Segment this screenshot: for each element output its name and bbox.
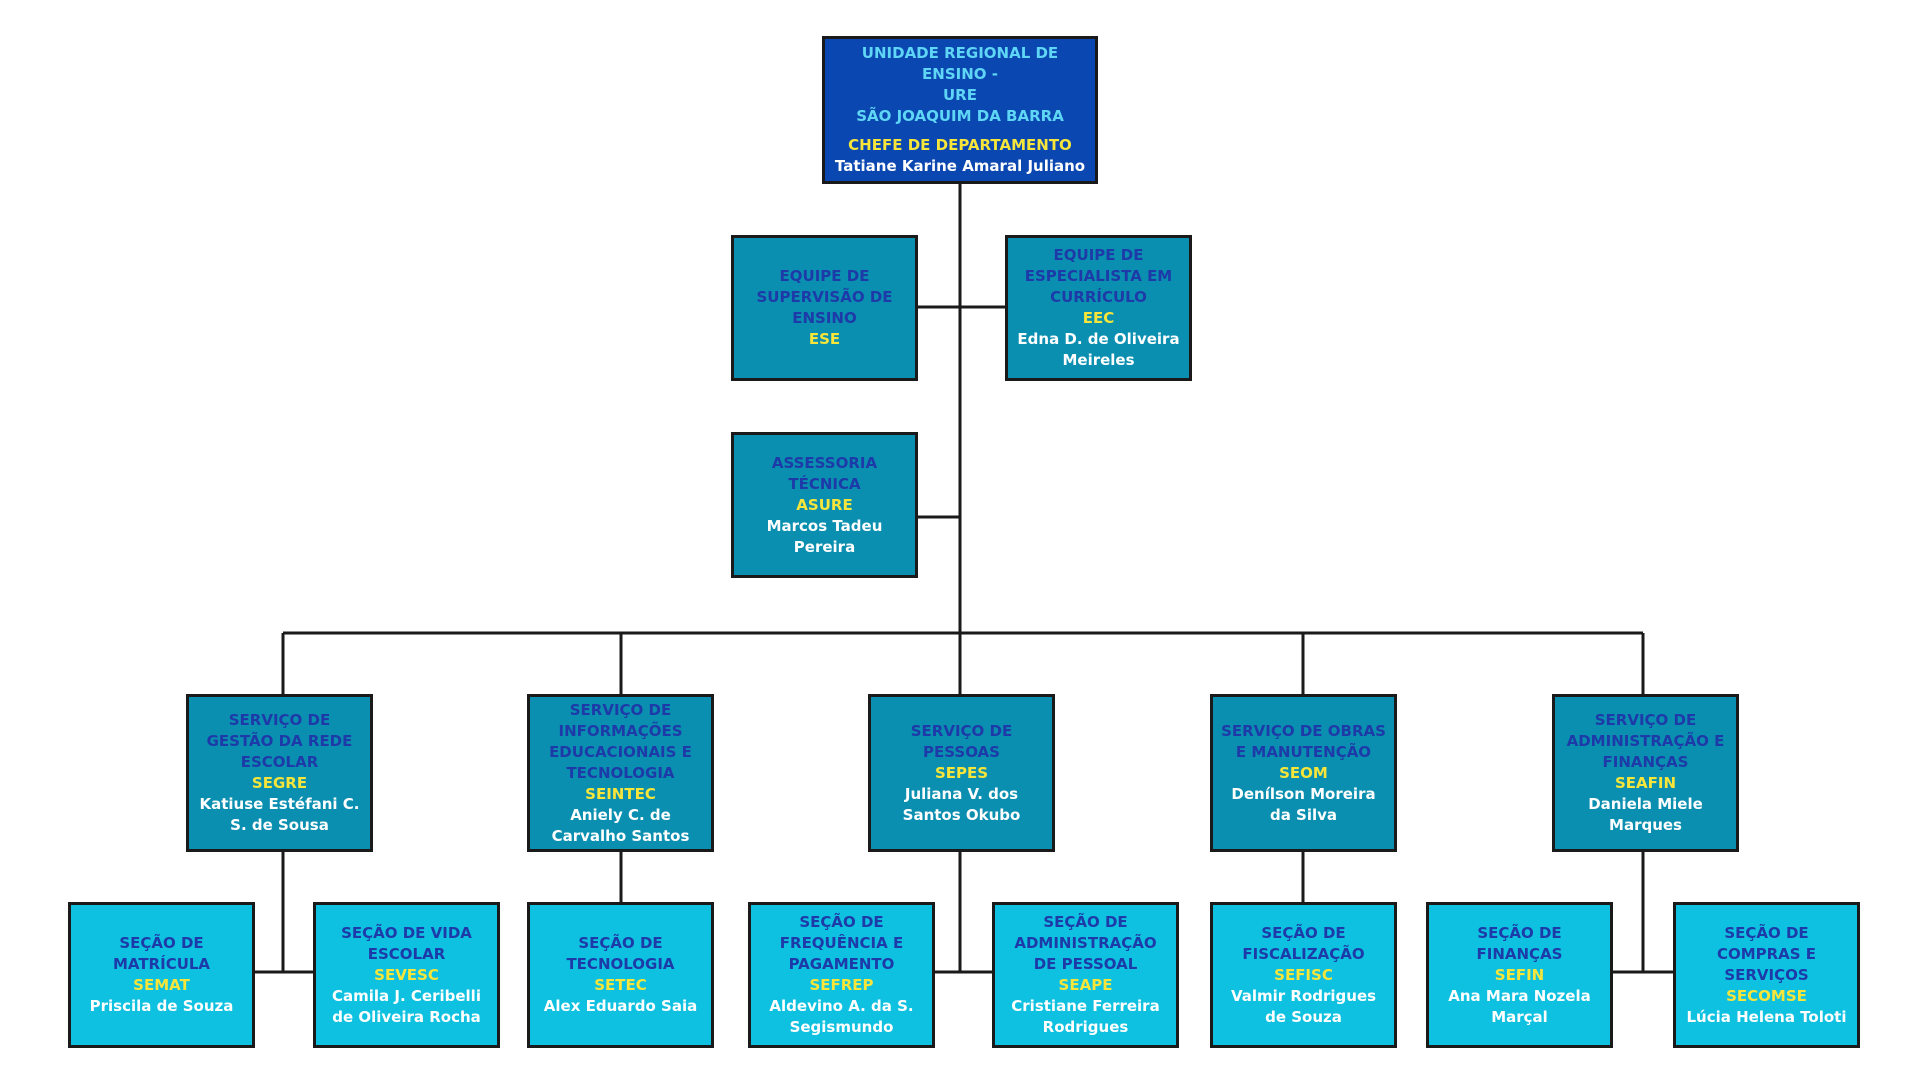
seape-title: SEÇÃO DE ADMINISTRAÇÃO DE PESSOAL: [1014, 913, 1157, 973]
sefin-box: SEÇÃO DE FINANÇAS SEFIN Ana Mara Nozela …: [1426, 902, 1613, 1048]
segre-acronym: SEGRE: [251, 774, 308, 792]
sepes-box: SERVIÇO DE PESSOAS SEPES Juliana V. dos …: [868, 694, 1055, 852]
eec-acronym: EEC: [1082, 309, 1115, 327]
seafin-box: SERVIÇO DE ADMINISTRAÇÃO E FINANÇAS SEAF…: [1552, 694, 1739, 852]
setec-acronym: SETEC: [594, 976, 647, 994]
eec-name: Edna D. de Oliveira Meireles: [1017, 330, 1180, 369]
root-role: CHEFE DE DEPARTAMENTO: [848, 136, 1072, 154]
asure-box: ASSESSORIA TÉCNICA ASURE Marcos Tadeu Pe…: [731, 432, 918, 578]
seafin-acronym: SEAFIN: [1614, 774, 1677, 792]
sefrep-name: Aldevino A. da S. Segismundo: [769, 997, 914, 1036]
seintec-title: SERVIÇO DE INFORMAÇÕES EDUCACIONAIS E TE…: [549, 700, 692, 782]
seafin-name: Daniela Miele Marques: [1588, 795, 1703, 834]
segre-name: Katiuse Estéfani C. S. de Sousa: [199, 795, 360, 834]
seape-name: Cristiane Ferreira Rodrigues: [1011, 997, 1160, 1036]
root-unit-box: UNIDADE REGIONAL DE ENSINO - URE SÃO JOA…: [822, 36, 1098, 184]
segre-title: SERVIÇO DE GESTÃO DA REDE ESCOLAR: [206, 711, 353, 771]
root-title-line1: UNIDADE REGIONAL DE ENSINO -: [861, 44, 1059, 83]
seafin-title: SERVIÇO DE ADMINISTRAÇÃO E FINANÇAS: [1566, 711, 1725, 771]
seape-box: SEÇÃO DE ADMINISTRAÇÃO DE PESSOAL SEAPE …: [992, 902, 1179, 1048]
setec-title: SEÇÃO DE TECNOLOGIA: [566, 934, 675, 973]
asure-name: Marcos Tadeu Pereira: [766, 516, 883, 556]
sepes-acronym: SEPES: [934, 763, 989, 782]
seintec-acronym: SEINTEC: [585, 784, 656, 803]
semat-name: Priscila de Souza: [89, 997, 234, 1015]
ese-box: EQUIPE DE SUPERVISÃO DE ENSINO ESE: [731, 235, 918, 381]
asure-title: ASSESSORIA TÉCNICA: [771, 453, 878, 493]
sefrep-acronym: SEFREP: [809, 976, 874, 994]
secomse-box: SEÇÃO DE COMPRAS E SERVIÇOS SECOMSE Lúci…: [1673, 902, 1860, 1048]
seintec-box: SERVIÇO DE INFORMAÇÕES EDUCACIONAIS E TE…: [527, 694, 714, 852]
seom-acronym: SEOM: [1279, 763, 1328, 782]
setec-box: SEÇÃO DE TECNOLOGIA SETEC Alex Eduardo S…: [527, 902, 714, 1048]
seom-box: SERVIÇO DE OBRAS E MANUTENÇÃO SEOM Deníl…: [1210, 694, 1397, 852]
sevesc-box: SEÇÃO DE VIDA ESCOLAR SEVESC Camila J. C…: [313, 902, 500, 1048]
sefisc-acronym: SEFISC: [1274, 965, 1333, 984]
sepes-name: Juliana V. dos Santos Okubo: [902, 784, 1021, 824]
secomse-name: Lúcia Helena Toloti: [1686, 1007, 1847, 1026]
root-title-line3: SÃO JOAQUIM DA BARRA: [856, 107, 1064, 125]
sefisc-name: Valmir Rodrigues de Souza: [1230, 986, 1377, 1026]
secomse-title: SEÇÃO DE COMPRAS E SERVIÇOS: [1716, 923, 1817, 984]
sefisc-title: SEÇÃO DE FISCALIZAÇÃO: [1242, 923, 1365, 963]
sevesc-title: SEÇÃO DE VIDA ESCOLAR: [341, 923, 472, 963]
seintec-name: Aniely C. de Carvalho Santos: [551, 805, 690, 845]
asure-acronym: ASURE: [796, 495, 853, 514]
sefrep-title: SEÇÃO DE FREQUÊNCIA E PAGAMENTO: [779, 913, 904, 973]
sefin-title: SEÇÃO DE FINANÇAS: [1476, 923, 1563, 963]
root-name: Tatiane Karine Amaral Juliano: [834, 157, 1086, 175]
secomse-acronym: SECOMSE: [1726, 986, 1807, 1005]
seom-name: Denílson Moreira da Silva: [1231, 784, 1376, 824]
sefrep-box: SEÇÃO DE FREQUÊNCIA E PAGAMENTO SEFREP A…: [748, 902, 935, 1048]
sefin-name: Ana Mara Nozela Marçal: [1448, 986, 1591, 1026]
eec-box: EQUIPE DE ESPECIALISTA EM CURRÍCULO EEC …: [1005, 235, 1192, 381]
seape-acronym: SEAPE: [1058, 976, 1113, 994]
sevesc-acronym: SEVESC: [374, 965, 439, 984]
root-title-line2: URE: [943, 86, 977, 104]
eec-title: EQUIPE DE ESPECIALISTA EM CURRÍCULO: [1024, 246, 1173, 306]
ese-acronym: ESE: [808, 330, 841, 348]
semat-title: SEÇÃO DE MATRÍCULA: [112, 934, 211, 973]
ese-title: EQUIPE DE SUPERVISÃO DE ENSINO: [756, 267, 893, 327]
sefisc-box: SEÇÃO DE FISCALIZAÇÃO SEFISC Valmir Rodr…: [1210, 902, 1397, 1048]
sefin-acronym: SEFIN: [1494, 965, 1545, 984]
setec-name: Alex Eduardo Saia: [543, 997, 698, 1015]
sevesc-name: Camila J. Ceribelli de Oliveira Rocha: [332, 986, 481, 1026]
segre-box: SERVIÇO DE GESTÃO DA REDE ESCOLAR SEGRE …: [186, 694, 373, 852]
sepes-title: SERVIÇO DE PESSOAS: [910, 721, 1013, 761]
semat-box: SEÇÃO DE MATRÍCULA SEMAT Priscila de Sou…: [68, 902, 255, 1048]
semat-acronym: SEMAT: [133, 976, 190, 994]
seom-title: SERVIÇO DE OBRAS E MANUTENÇÃO: [1221, 721, 1386, 761]
